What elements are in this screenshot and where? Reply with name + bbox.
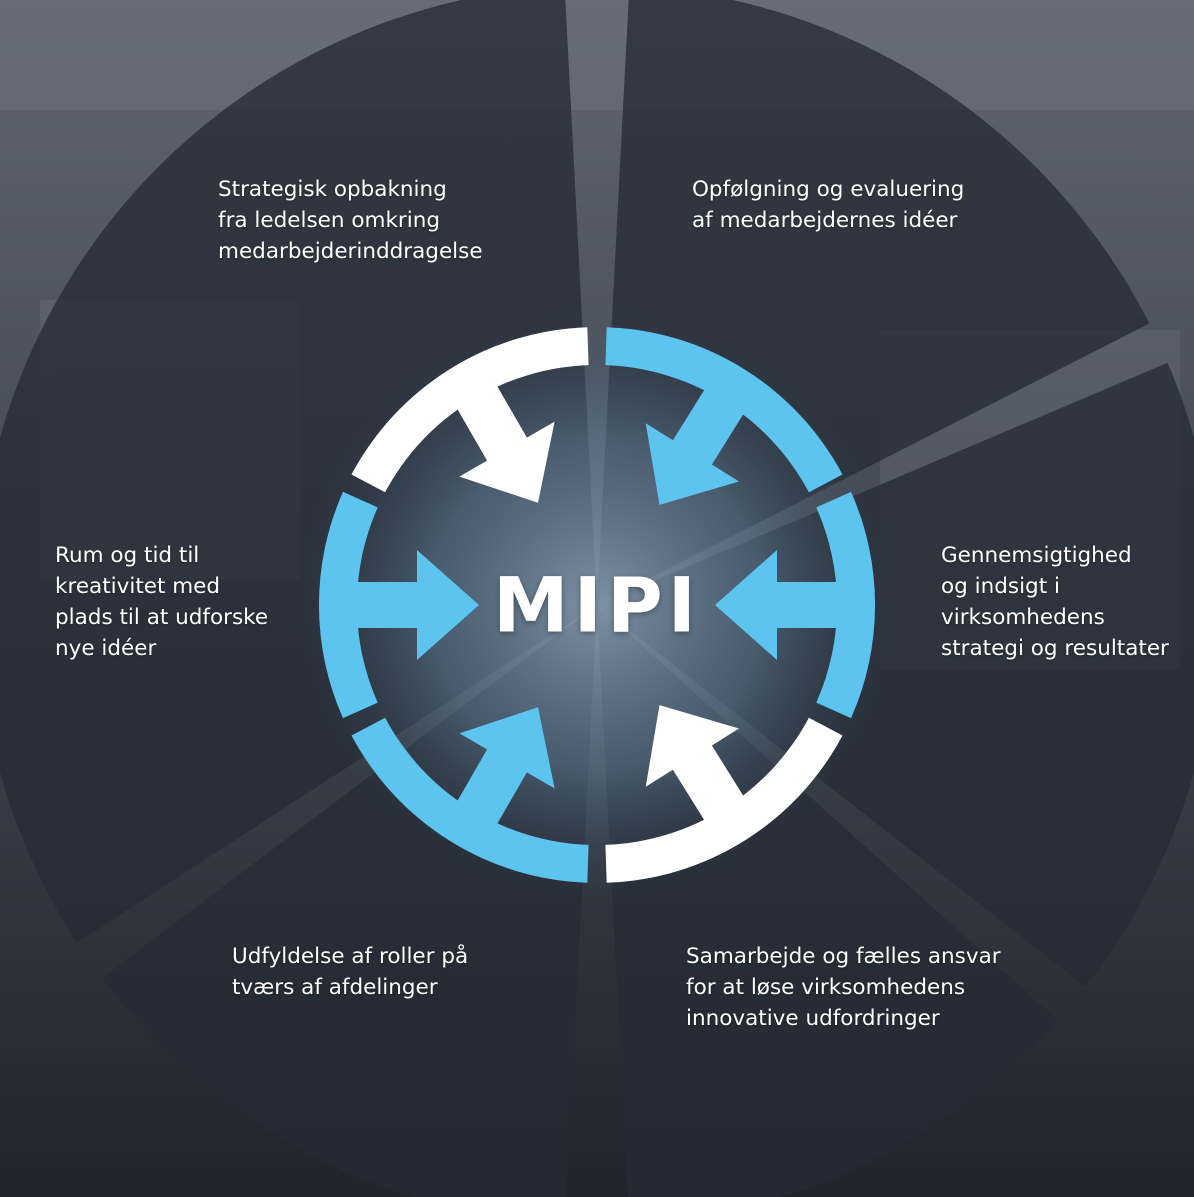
- arrow-bottom-right: [645, 705, 745, 823]
- arrow-ring: [318, 327, 876, 883]
- ring-segment-right: [816, 491, 876, 719]
- label-right: Gennemsigtighed og indsigt i virksomhede…: [941, 543, 1169, 661]
- label-bottom-right: Samarbejde og fælles ansvar for at løse …: [686, 944, 1001, 1031]
- arrow-left: [355, 550, 479, 660]
- ring-segment-top-left: [351, 327, 589, 493]
- center-glow: [297, 305, 897, 905]
- ring-segment-bottom-right: [605, 717, 843, 883]
- label-top-right: Opfølgning og evaluering af medarbejdern…: [692, 177, 965, 233]
- diagram-title: MIPI: [493, 560, 701, 650]
- sector-wedge: [0, 362, 597, 943]
- label-bottom-left: Udfyldelse af roller på tværs af afdelin…: [232, 944, 469, 1000]
- ring-segment-bottom-left: [351, 717, 589, 883]
- label-left: Rum og tid til kreativitet med plads til…: [55, 543, 269, 661]
- label-top-left: Strategisk opbakning fra ledelsen omkrin…: [218, 177, 483, 264]
- ring-segment-top-right: [605, 327, 843, 493]
- arrow-right: [715, 550, 839, 660]
- arrow-top-left: [456, 383, 555, 503]
- sector-wedge: [597, 362, 1194, 987]
- arrow-top-right: [645, 387, 745, 505]
- arrow-bottom-left: [456, 707, 555, 827]
- ring-segment-left: [318, 491, 378, 719]
